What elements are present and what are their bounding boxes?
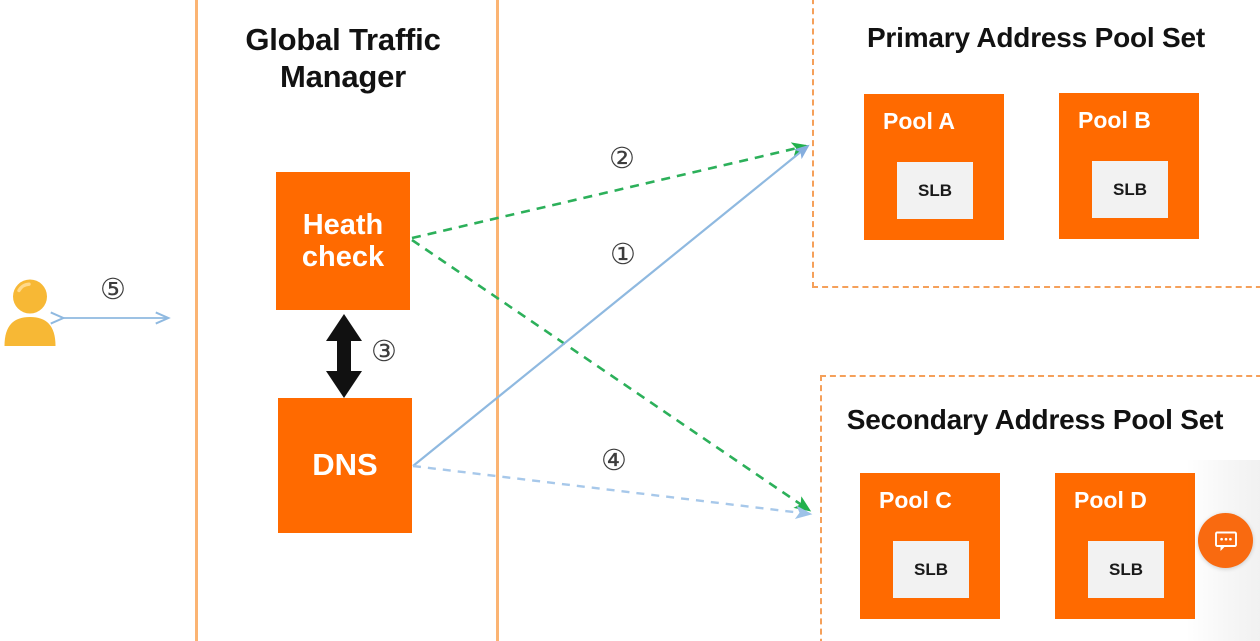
health-check-label: Heath check bbox=[301, 208, 385, 273]
chat-bubble-icon bbox=[1214, 531, 1237, 551]
primary-pool-set-title: Primary Address Pool Set bbox=[866, 22, 1206, 53]
dns-label: DNS bbox=[312, 447, 378, 483]
pool-a-label: Pool A bbox=[883, 108, 955, 134]
dns-node[interactable]: DNS bbox=[278, 398, 412, 533]
user-avatar-icon bbox=[4, 279, 56, 346]
swimlane-divider-left bbox=[195, 0, 198, 641]
connector-healthcheck-dns bbox=[326, 314, 362, 398]
connector-dns-to-primary bbox=[412, 144, 810, 467]
pool-b-label: Pool B bbox=[1078, 107, 1151, 133]
primary-address-pool-set bbox=[812, 0, 1260, 288]
step-marker-3: ③ bbox=[371, 334, 397, 368]
step-marker-4: ④ bbox=[601, 443, 627, 477]
step-marker-1: ① bbox=[610, 237, 636, 271]
pool-b-slb[interactable]: SLB bbox=[1092, 161, 1168, 218]
pool-c-box[interactable]: Pool C SLB bbox=[860, 473, 1000, 619]
pool-d-slb[interactable]: SLB bbox=[1088, 541, 1164, 598]
secondary-pool-set-title: Secondary Address Pool Set bbox=[846, 404, 1224, 435]
pool-a-slb[interactable]: SLB bbox=[897, 162, 973, 219]
chat-widget-button[interactable] bbox=[1198, 513, 1253, 568]
pool-b-box[interactable]: Pool B SLB bbox=[1059, 93, 1199, 239]
page-title-global-traffic-manager: Global Traffic Manager bbox=[245, 22, 441, 94]
pool-a-box[interactable]: Pool A SLB bbox=[864, 94, 1004, 240]
secondary-address-pool-set bbox=[820, 375, 1260, 641]
pool-c-label: Pool C bbox=[879, 487, 952, 513]
step-marker-5: ⑤ bbox=[100, 272, 126, 306]
pool-c-slb[interactable]: SLB bbox=[893, 541, 969, 598]
swimlane-divider-middle bbox=[496, 0, 499, 641]
pool-d-label: Pool D bbox=[1074, 487, 1147, 513]
pool-d-box[interactable]: Pool D SLB bbox=[1055, 473, 1195, 619]
step-marker-2: ② bbox=[609, 141, 635, 175]
health-check-node[interactable]: Heath check bbox=[276, 172, 410, 310]
